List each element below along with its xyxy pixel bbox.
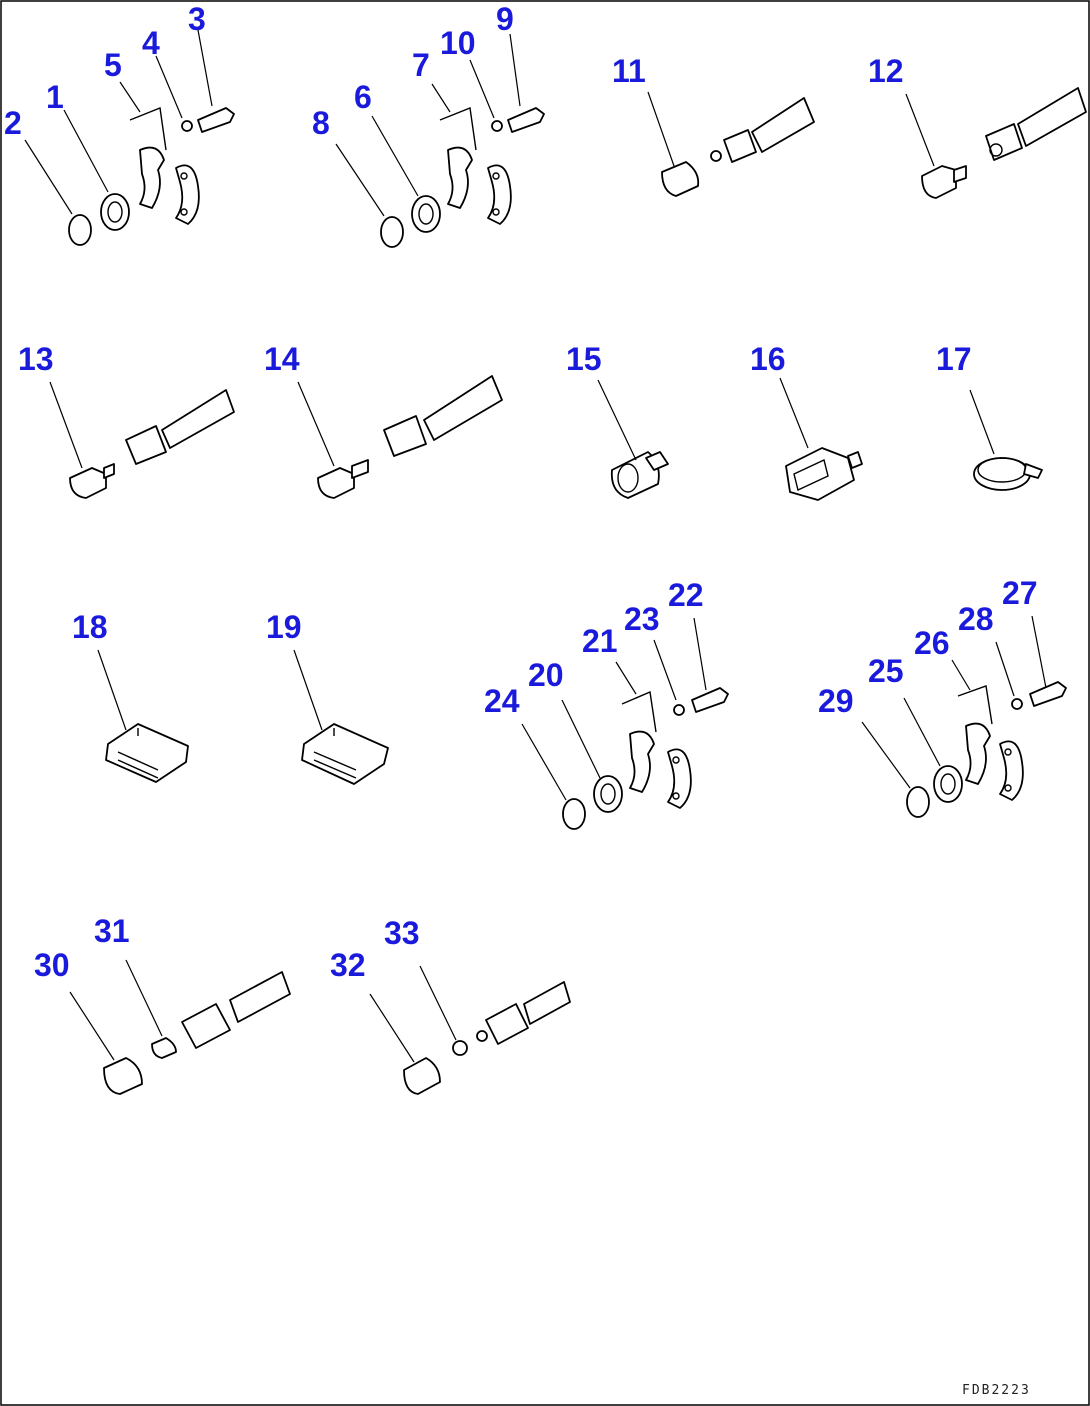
- o-ring-24: [562, 798, 586, 830]
- part-group-split-flange-a: [24, 29, 235, 246]
- callout-27: 27: [1002, 575, 1038, 611]
- callout-23: 23: [624, 601, 660, 637]
- drawing-code: FDB2223: [962, 1383, 1031, 1398]
- o-ring-8: [380, 216, 404, 248]
- callout-24: 24: [484, 683, 520, 719]
- bolt-3: [197, 107, 235, 133]
- part-group-16: [779, 377, 863, 501]
- part-group-split-flange-c: [521, 617, 729, 830]
- half-flange-7a: [447, 146, 473, 209]
- callout-3: 3: [188, 1, 206, 37]
- callout-25: 25: [868, 653, 904, 689]
- cap-11: [661, 161, 700, 197]
- bolt-27: [1029, 681, 1067, 707]
- part-group-13: [49, 381, 235, 499]
- callout-33: 33: [384, 915, 420, 951]
- sleeve-31: [151, 1037, 177, 1059]
- nut-fitting-32: [485, 1003, 529, 1045]
- callout-4: 4: [142, 25, 160, 61]
- half-flange-5a: [139, 146, 165, 209]
- part-group-12: [905, 87, 1087, 199]
- nut-fitting-12: [985, 123, 1023, 161]
- callout-31: 31: [94, 913, 130, 949]
- callout-1: 1: [46, 79, 64, 115]
- plug-13: [69, 467, 107, 499]
- ring-20: [593, 775, 623, 813]
- callout-11: 11: [612, 53, 646, 89]
- part-group-split-flange-b: [335, 33, 545, 248]
- part-group-18: [97, 649, 189, 783]
- callout-16: 16: [750, 341, 786, 377]
- tube-12: [1017, 87, 1087, 147]
- part-group-30-31: [69, 959, 291, 1095]
- washer-10: [491, 120, 503, 132]
- o-ring-29: [906, 786, 930, 818]
- bolt-9: [507, 107, 545, 133]
- callout-9: 9: [496, 1, 514, 37]
- callout-32: 32: [330, 947, 366, 983]
- o-ring-2: [68, 214, 92, 246]
- part-group-split-flange-d: [861, 615, 1067, 818]
- part-group-32-33: [369, 965, 571, 1095]
- cap-32: [403, 1057, 441, 1095]
- callout-26: 26: [914, 625, 950, 661]
- callout-20: 20: [528, 657, 564, 693]
- callout-21: 21: [582, 623, 618, 659]
- half-flange-26a: [965, 722, 991, 785]
- callout-6: 6: [354, 79, 372, 115]
- callout-5: 5: [104, 47, 122, 83]
- ring-25: [933, 765, 963, 803]
- part-group-17: [969, 389, 1043, 491]
- callout-8: 8: [312, 105, 330, 141]
- callout-2: 2: [4, 105, 22, 141]
- callout-15: 15: [566, 341, 602, 377]
- washer-4: [181, 120, 193, 132]
- connector-19: [301, 723, 389, 785]
- callout-14: 14: [264, 341, 300, 377]
- nut-fitting-30: [181, 1003, 231, 1049]
- callout-13: 13: [18, 341, 54, 377]
- ring-1: [100, 193, 130, 231]
- tube-30: [229, 971, 291, 1023]
- callout-30: 30: [34, 947, 70, 983]
- tube-13: [161, 389, 235, 449]
- callout-19: 19: [266, 609, 302, 645]
- part-group-14: [297, 375, 503, 499]
- callout-10: 10: [440, 25, 476, 61]
- sleeve-33: [452, 1040, 468, 1056]
- washer-23: [673, 704, 685, 716]
- tube-32: [523, 981, 571, 1025]
- part-group-15: [597, 379, 669, 499]
- plug-14: [317, 467, 355, 499]
- callout-22: 22: [668, 577, 704, 613]
- connector-18: [105, 723, 189, 783]
- callout-12: 12: [868, 53, 904, 89]
- nut-fitting-13: [125, 425, 167, 465]
- tube-11: [751, 97, 815, 153]
- nut-fitting-14: [383, 415, 427, 457]
- nut-fitting-11: [723, 129, 757, 163]
- callout-7: 7: [412, 47, 430, 83]
- callout-17: 17: [936, 341, 972, 377]
- tube-14: [423, 375, 503, 441]
- callout-29: 29: [818, 683, 854, 719]
- bolt-22: [691, 687, 729, 713]
- callout-18: 18: [72, 609, 108, 645]
- ring-6: [411, 195, 441, 233]
- callout-28: 28: [958, 601, 994, 637]
- part-group-19: [293, 649, 389, 785]
- cap-30: [103, 1057, 143, 1095]
- half-flange-21a: [629, 730, 655, 793]
- washer-28: [1011, 698, 1023, 710]
- part-group-11: [647, 91, 815, 197]
